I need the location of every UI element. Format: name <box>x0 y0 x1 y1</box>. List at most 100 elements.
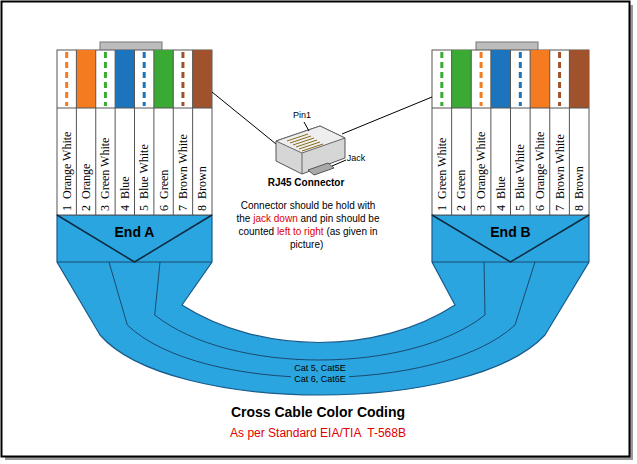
part-name: RJ45 Connector <box>268 177 345 188</box>
cable-band: Cat 5, Cat5ECat 6, Cat6E <box>289 361 351 387</box>
pin-label: 6Green <box>157 170 171 211</box>
diagram-title: Cross Cable Color Coding <box>231 404 405 420</box>
rj45-body <box>276 126 345 174</box>
striped-wire <box>558 52 561 106</box>
connector-frame <box>57 50 212 215</box>
diagram-caption: As per Standard EIA/TIA T-568B <box>230 426 406 440</box>
pin-number: 2 <box>454 205 468 211</box>
part-name: Jack <box>347 153 366 163</box>
frame-border <box>2 2 630 457</box>
leader-line <box>304 122 309 131</box>
connector-frame <box>432 50 589 215</box>
wire-color: Green White <box>435 138 449 199</box>
wire-color: Brown <box>195 166 209 199</box>
pin-label: 7 Brown White <box>553 134 567 211</box>
striped-wire <box>65 52 68 106</box>
pin-number: 5 <box>137 205 151 211</box>
wire-color: Blue White <box>137 144 151 199</box>
column-divider <box>192 50 193 215</box>
leader-line <box>212 92 276 144</box>
wire-color: Green <box>454 170 468 199</box>
note-text: jack down <box>253 213 297 224</box>
wire-color: Brown White <box>176 134 190 199</box>
cable-label: Cat 5, Cat5E <box>291 363 349 374</box>
wire-color: Green <box>157 170 171 199</box>
column-divider <box>549 50 550 215</box>
end-triangle <box>432 215 589 262</box>
pin-number: 3 <box>98 205 112 211</box>
wire-strips <box>67 50 589 215</box>
cable-stripe <box>515 262 535 325</box>
solid-wire <box>76 50 95 108</box>
cable-stripe <box>155 262 160 315</box>
pin-label: 5 Blue White <box>137 144 151 211</box>
pin-label: 3Orange White <box>474 132 488 211</box>
wire-color: Orange White <box>533 132 547 199</box>
column-divider <box>471 50 472 215</box>
rj45-latch <box>308 163 334 175</box>
strip-divider <box>57 108 212 109</box>
pin-label: 1Green White <box>435 138 449 211</box>
pin-number: 8 <box>195 205 209 211</box>
column-divider <box>451 50 452 215</box>
pin-label: 2 Orange <box>79 164 93 211</box>
wire-color: Brown White <box>553 134 567 199</box>
cable-body <box>57 215 589 395</box>
cable-stripe <box>484 262 485 315</box>
column-divider <box>95 50 96 215</box>
striped-wire <box>440 52 443 106</box>
wire-color: Green White <box>98 138 112 199</box>
pin-label: 4 Blue <box>118 176 132 211</box>
leader-line <box>332 160 346 166</box>
pin-number: 4 <box>118 205 132 211</box>
rj45-contacts <box>287 134 323 151</box>
striped-wire <box>181 52 184 106</box>
cable-stripe <box>109 262 127 325</box>
column-divider <box>569 50 570 215</box>
leader-line <box>342 97 432 134</box>
wire-color: Blue <box>494 176 508 199</box>
wire-color: Brown <box>572 166 586 199</box>
end-label: End B <box>490 215 530 241</box>
end-label: End A <box>115 215 155 241</box>
striped-wire <box>104 52 107 106</box>
striped-wire <box>519 52 522 106</box>
pin-label: 3 Green White <box>98 138 112 211</box>
pin-label: 2 Green <box>454 170 468 211</box>
connector-end: End B <box>432 215 589 262</box>
pin-number: 2 <box>79 205 93 211</box>
note-text: left to right <box>277 226 324 237</box>
end-triangle <box>57 215 212 262</box>
column-divider <box>153 50 154 215</box>
column-divider <box>530 50 531 215</box>
pin-number: 3 <box>474 205 488 211</box>
pin-label: 8 Brown <box>195 166 209 211</box>
column-divider <box>490 50 491 215</box>
note: Connector should be hold with thejack do… <box>234 199 382 251</box>
wire-color: Blue White <box>513 144 527 199</box>
column-divider <box>134 50 135 215</box>
column-divider <box>173 50 174 215</box>
column-divider <box>76 50 77 215</box>
solid-wire <box>530 50 550 108</box>
cable-stripe <box>127 325 515 378</box>
wire-color: Orange White <box>60 132 74 199</box>
pin-number: 4 <box>494 205 508 211</box>
solid-wire <box>115 50 134 108</box>
pin-number: 7 <box>553 205 567 211</box>
pin-number: 6 <box>533 205 547 211</box>
solid-wire <box>154 50 173 108</box>
column-divider <box>115 50 116 215</box>
solid-wire <box>569 50 589 108</box>
solid-wire <box>452 50 472 108</box>
part-name: Pin1 <box>293 110 311 120</box>
wire-color: Orange <box>79 164 93 199</box>
wire-color: Blue <box>118 176 132 199</box>
pin-label: 8Brown <box>572 166 586 211</box>
solid-wire <box>193 50 212 108</box>
cable-stripe <box>155 315 485 360</box>
striped-wire <box>480 52 483 106</box>
column-divider <box>510 50 511 215</box>
pin-number: 1 <box>60 205 74 211</box>
